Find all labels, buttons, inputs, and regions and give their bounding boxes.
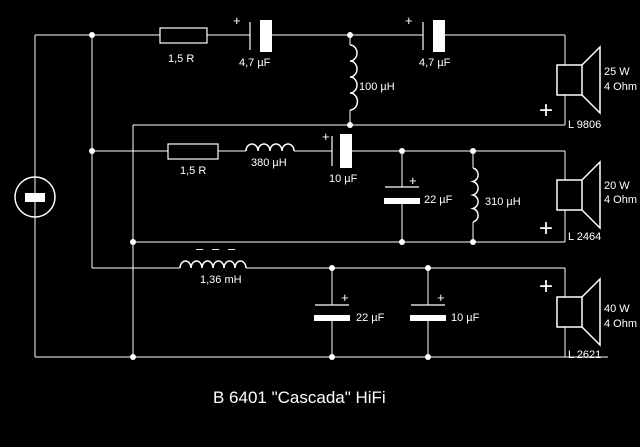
- capacitor-top-1: [249, 20, 272, 52]
- label-c-bottom-2: 10 µF: [451, 312, 480, 324]
- inductor-top: [349, 44, 359, 111]
- polarity-plus: +: [341, 290, 349, 305]
- polarity-plus: +: [409, 173, 417, 188]
- tweeter-model: L 9806: [568, 119, 601, 131]
- midrange-impedance: 4 Ohm: [604, 194, 637, 206]
- label-c-top-1: 4,7 µF: [239, 57, 271, 69]
- woofer-model: L 2621: [568, 349, 601, 361]
- polarity-minus: –: [196, 241, 204, 256]
- label-l-mid-shunt: 310 µH: [485, 196, 521, 208]
- capacitor-bottom-2: [410, 304, 446, 321]
- capacitor-mid-shunt: [384, 186, 420, 204]
- label-c-mid-shunt: 22 µF: [424, 194, 453, 206]
- polarity-minus: –: [212, 241, 220, 256]
- midrange-model: L 2464: [568, 231, 601, 243]
- speaker-woofer-icon: [556, 277, 601, 347]
- diagram-title: B 6401 "Cascada" HiFi: [213, 388, 386, 407]
- label-c-bottom-1: 22 µF: [356, 312, 385, 324]
- woofer-power: 40 W: [604, 303, 630, 315]
- label-c-top-2: 4,7 µF: [419, 57, 451, 69]
- polarity-plus: +: [437, 290, 445, 305]
- polarity-plus: +: [322, 129, 330, 144]
- speaker-polarity-plus: +: [539, 273, 553, 300]
- resistor-mid: [167, 143, 219, 160]
- junction-dots: [89, 32, 476, 360]
- inductor-bottom: [179, 260, 247, 269]
- inductor-mid-series: [245, 143, 295, 152]
- input-source-icon: [14, 176, 56, 218]
- label-c-mid-series: 10 µF: [329, 173, 358, 185]
- midrange-power: 20 W: [604, 180, 630, 192]
- capacitor-mid-series: [331, 134, 352, 168]
- speaker-tweeter-icon: [556, 45, 601, 115]
- resistor-top: [159, 27, 208, 44]
- tweeter-impedance: 4 Ohm: [604, 81, 637, 93]
- label-r-top: 1,5 R: [168, 53, 194, 65]
- speaker-midrange-icon: [556, 160, 601, 230]
- inductor-mid-shunt: [470, 167, 479, 223]
- label-l-bottom: 1,36 mH: [200, 274, 242, 286]
- woofer-impedance: 4 Ohm: [604, 318, 637, 330]
- tweeter-power: 25 W: [604, 66, 630, 78]
- label-r-mid: 1,5 R: [180, 165, 206, 177]
- speaker-polarity-plus: +: [539, 97, 553, 124]
- label-l-mid-series: 380 µH: [251, 157, 287, 169]
- speaker-polarity-plus: +: [539, 215, 553, 242]
- polarity-plus: +: [405, 13, 413, 28]
- capacitor-top-2: [422, 20, 445, 52]
- capacitor-bottom-1: [314, 304, 350, 321]
- polarity-plus: +: [233, 13, 241, 28]
- polarity-minus: –: [228, 241, 236, 256]
- label-l-top: 100 µH: [359, 81, 395, 93]
